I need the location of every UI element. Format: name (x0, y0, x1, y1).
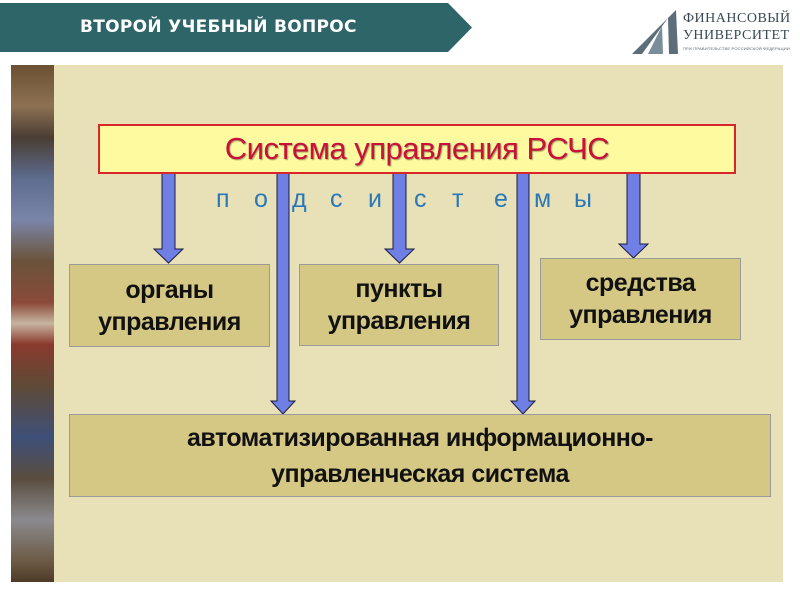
node-line2: управления (98, 307, 241, 336)
section-banner: ВТОРОЙ УЧЕБНЫЙ ВОПРОС (0, 3, 472, 52)
node-punkty-upravleniya: пункты управления (299, 264, 499, 346)
subsystems-letter: т (452, 185, 464, 213)
node-aius: автоматизированная информационно- управл… (69, 414, 771, 497)
arrow-to-sredstva (617, 172, 650, 259)
subsystems-label: п о д с и с т е м ы (216, 185, 616, 221)
medals-photo-strip (11, 65, 54, 582)
node-organy-upravleniya: органы управления (69, 264, 270, 347)
root-node-box: Система управления РСЧС (98, 124, 736, 174)
subsystems-letter: с (330, 185, 343, 213)
node-line2: управленческая система (271, 459, 569, 488)
subsystems-letter: е (494, 185, 508, 213)
university-logo: ФИНАНСОВЫЙ УНИВЕРСИТЕТ ПРИ ПРАВИТЕЛЬСТВЕ… (628, 8, 791, 58)
logo-subtitle: ПРИ ПРАВИТЕЛЬСТВЕ РОССИЙСКОЙ ФЕДЕРАЦИИ (683, 46, 790, 51)
subsystems-letter: п (216, 185, 230, 213)
node-line1: автоматизированная информационно- (187, 423, 654, 452)
subsystems-letter: д (292, 185, 307, 213)
section-title: ВТОРОЙ УЧЕБНЫЙ ВОПРОС (80, 17, 357, 37)
subsystems-letter: ы (574, 185, 592, 213)
root-node-title: Система управления РСЧС (224, 131, 610, 166)
subsystems-letter: о (254, 185, 268, 213)
arrow-to-punkty (383, 172, 416, 264)
subsystems-letter: м (534, 185, 552, 213)
arrow-long-left (269, 172, 297, 415)
node-line1: органы (125, 275, 214, 304)
subsystems-letter: с (414, 185, 427, 213)
node-line2: управления (569, 301, 712, 329)
node-line2: управления (327, 307, 471, 335)
node-line1: средства (585, 269, 696, 297)
logo-emblem-icon (632, 10, 678, 54)
arrow-long-right (509, 172, 537, 415)
banner-arrow-shape (0, 3, 472, 52)
node-line1: пункты (355, 275, 443, 303)
node-sredstva-upravleniya: средства управления (540, 258, 741, 340)
logo-line1: ФИНАНСОВЫЙ (683, 11, 791, 26)
arrow-to-organy (152, 172, 185, 264)
subsystems-letter: и (368, 185, 382, 213)
logo-line2: УНИВЕРСИТЕТ (683, 28, 790, 43)
